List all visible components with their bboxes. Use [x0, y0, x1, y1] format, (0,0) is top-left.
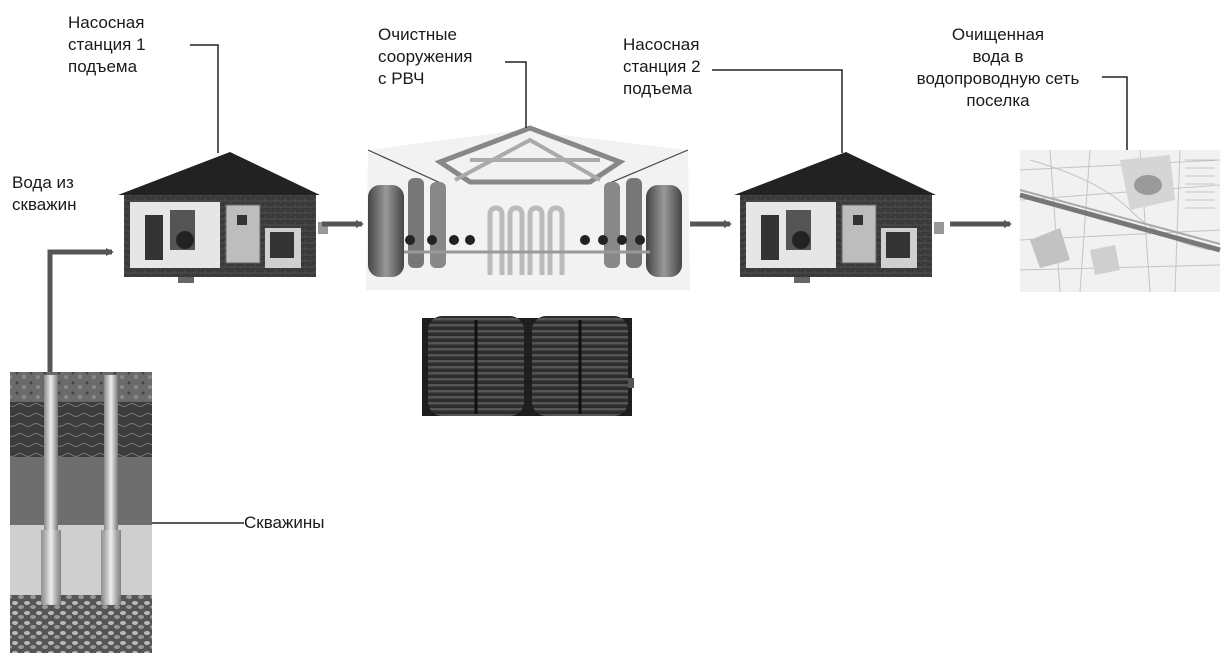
leader-pump-station-2 — [712, 70, 842, 153]
label-line: водопроводную сеть — [898, 68, 1098, 90]
label-well-water: Вода из скважин — [12, 172, 77, 216]
label-line: станция 2 — [623, 56, 701, 78]
leader-treatment — [505, 62, 526, 128]
label-line: подъема — [68, 56, 146, 78]
label-line: сооружения — [378, 46, 472, 68]
treatment-plant-illustration — [366, 128, 690, 416]
leader-pump-station-1 — [190, 45, 218, 153]
label-wells: Скважины — [244, 512, 324, 534]
pump-station-1-illustration — [118, 152, 328, 283]
leader-clean-water — [1102, 77, 1127, 150]
label-line: Очистные — [378, 24, 472, 46]
label-line: скважин — [12, 194, 77, 216]
label-line: Насосная — [623, 34, 701, 56]
label-line: вода в — [898, 46, 1098, 68]
flow-arrow-wells-to-station1 — [50, 252, 112, 372]
label-line: станция 1 — [68, 34, 146, 56]
wells-illustration — [10, 372, 152, 653]
label-line: Насосная — [68, 12, 146, 34]
label-line: Вода из — [12, 172, 77, 194]
label-line: с РВЧ — [378, 68, 472, 90]
pump-station-2-illustration — [734, 152, 944, 283]
label-treatment: Очистные сооружения с РВЧ — [378, 24, 472, 90]
settlement-map-illustration — [1020, 150, 1220, 292]
label-line: Очищенная — [898, 24, 1098, 46]
label-pump-station-1: Насосная станция 1 подъема — [68, 12, 146, 78]
label-clean-water: Очищенная вода в водопроводную сеть посе… — [898, 24, 1098, 112]
label-line: поселка — [898, 90, 1098, 112]
label-pump-station-2: Насосная станция 2 подъема — [623, 34, 701, 100]
label-line: подъема — [623, 78, 701, 100]
